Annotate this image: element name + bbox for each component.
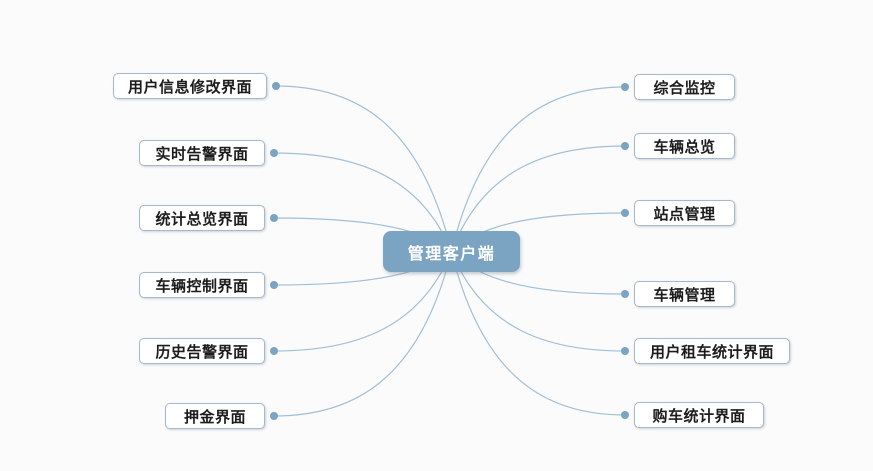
topic-node-right-1[interactable]: 综合监控 xyxy=(634,74,735,100)
connector-dot xyxy=(270,347,278,355)
topic-node-right-6[interactable]: 购车统计界面 xyxy=(634,402,764,428)
topic-node-left-5[interactable]: 历史告警界面 xyxy=(139,338,265,364)
topic-node-right-3[interactable]: 站点管理 xyxy=(634,200,735,226)
branch-connector xyxy=(273,152,453,252)
connector-dot xyxy=(621,83,629,91)
connector-dot xyxy=(621,209,629,217)
branch-connector xyxy=(450,145,626,252)
connector-dot xyxy=(270,281,278,289)
branch-connector xyxy=(450,251,626,416)
connector-dot xyxy=(621,411,629,419)
central-topic[interactable]: 管理客户端 xyxy=(383,231,520,272)
connector-dot xyxy=(621,142,629,150)
topic-node-left-4[interactable]: 车辆控制界面 xyxy=(139,272,265,298)
connector-dot xyxy=(621,290,629,298)
topic-node-left-1[interactable]: 用户信息修改界面 xyxy=(113,73,267,99)
branch-connector xyxy=(273,251,453,352)
branch-connector xyxy=(450,86,626,252)
topic-node-left-3[interactable]: 统计总览界面 xyxy=(139,205,265,231)
branch-connector xyxy=(273,251,453,417)
branch-connector xyxy=(450,251,626,352)
topic-node-right-2[interactable]: 车辆总览 xyxy=(634,133,735,159)
connector-dot xyxy=(270,149,278,157)
topic-node-right-4[interactable]: 车辆管理 xyxy=(634,281,735,307)
connector-dot xyxy=(270,412,278,420)
connector-dot xyxy=(621,347,629,355)
connector-dot xyxy=(270,214,278,222)
topic-node-left-2[interactable]: 实时告警界面 xyxy=(139,140,265,166)
topic-node-right-5[interactable]: 用户租车统计界面 xyxy=(634,338,790,364)
topic-node-left-6[interactable]: 押金界面 xyxy=(165,403,265,429)
connector-dot xyxy=(272,82,280,90)
branch-connector xyxy=(275,85,453,252)
